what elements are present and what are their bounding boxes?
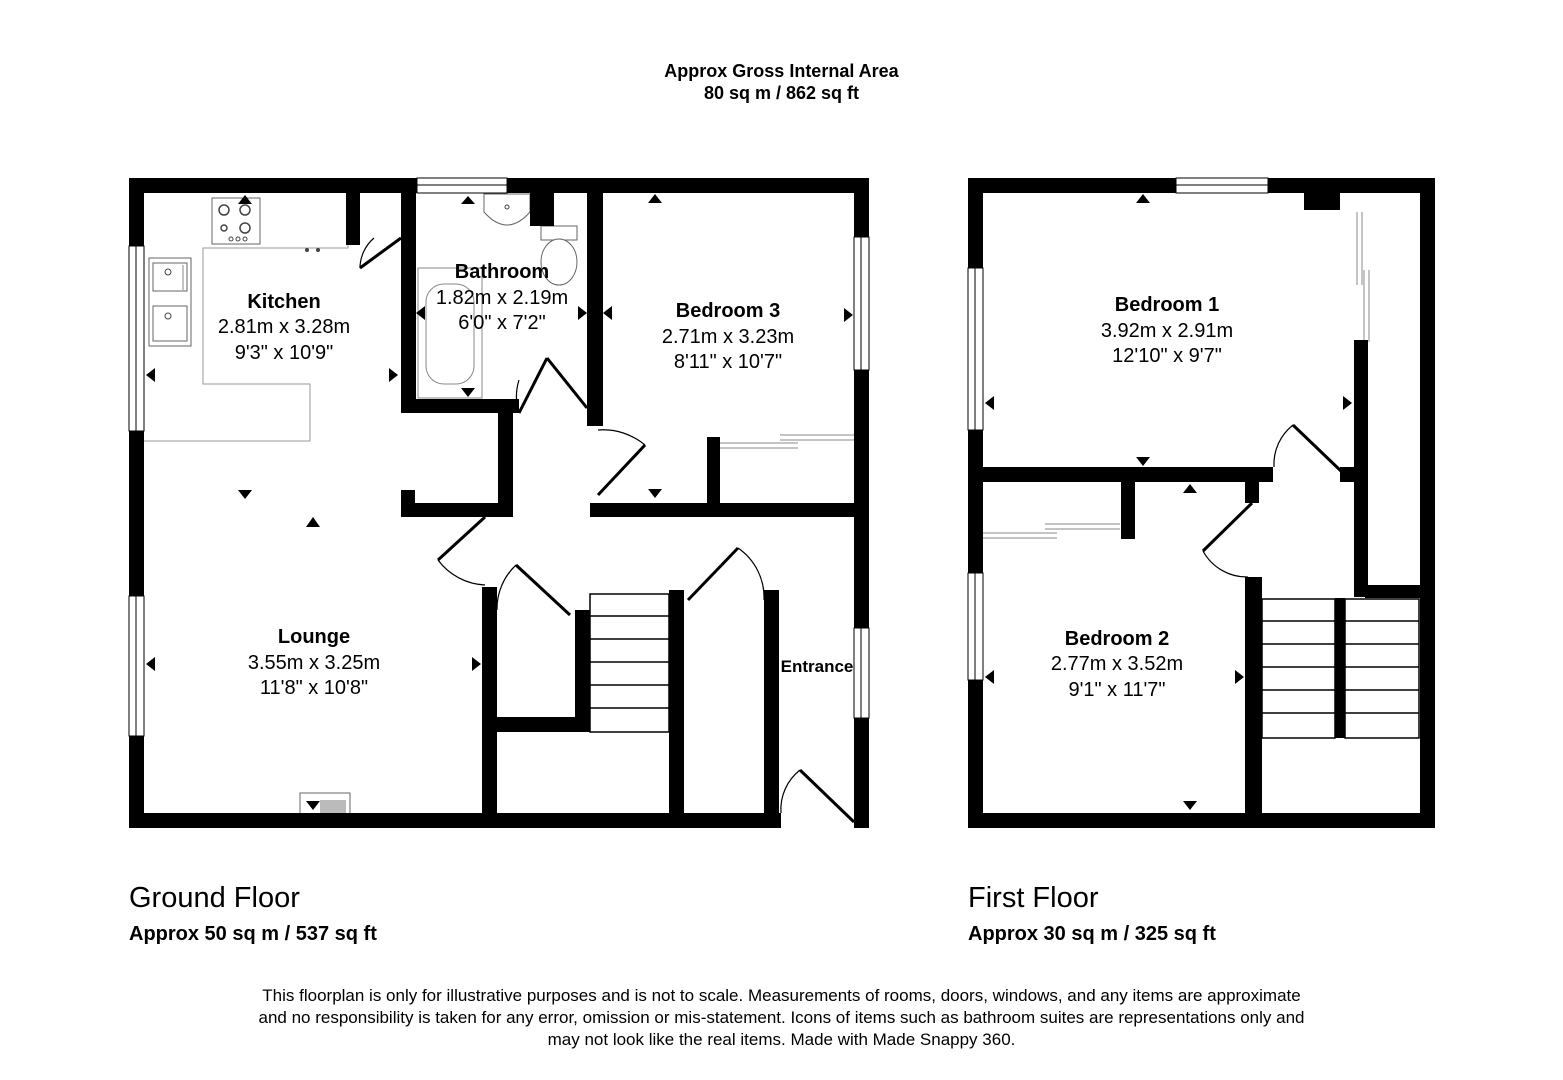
disclaimer-line-3: may not look like the real items. Made w… <box>547 1030 1016 1049</box>
ground-floor-area: Approx 50 sq m / 537 sq ft <box>129 923 377 945</box>
bathroom-imperial: 6'0" x 7'2" <box>458 312 545 334</box>
kitchen-name: Kitchen <box>247 291 320 313</box>
bath-icon <box>417 267 483 399</box>
hob-icon <box>211 197 261 245</box>
disclaimer: This floorplan is only for illustrative … <box>0 985 1563 1051</box>
sink-icon <box>148 257 192 347</box>
kitchen-imperial: 9'3" x 10'9" <box>235 342 334 364</box>
room-bedroom-3: Bedroom 3 2.71m x 3.23m 8'11" x 10'7" <box>662 300 794 373</box>
room-bedroom-2: Bedroom 2 2.77m x 3.52m 9'1" x 11'7" <box>1051 628 1183 701</box>
header-total-area: 80 sq m / 862 sq ft <box>703 83 860 103</box>
ground-measure-markers <box>146 194 853 810</box>
entrance-label: Entrance <box>781 657 854 676</box>
bedroom2-name: Bedroom 2 <box>1065 628 1169 650</box>
ground-stairs <box>589 593 670 733</box>
first-windows <box>967 177 1269 681</box>
ground-floor-title: Ground Floor <box>129 882 300 914</box>
room-bedroom-1: Bedroom 1 3.92m x 2.91m 12'10" x 9'7" <box>1101 294 1233 367</box>
lounge-imperial: 11'8" x 10'8" <box>260 677 368 699</box>
fireplace-icon <box>299 792 351 816</box>
bathroom-name: Bathroom <box>455 261 549 283</box>
disclaimer-line-2: and no responsibility is taken for any e… <box>258 1008 1305 1027</box>
ground-doors <box>359 236 856 824</box>
bedroom3-imperial: 8'11" x 10'7" <box>674 351 782 373</box>
first-floor-area: Approx 30 sq m / 325 sq ft <box>968 923 1216 945</box>
kitchen-metric: 2.81m x 3.28m <box>218 316 350 338</box>
first-floor-plan <box>967 177 1435 828</box>
ground-windows <box>128 177 870 737</box>
bedroom3-metric: 2.71m x 3.23m <box>662 326 794 348</box>
room-bathroom: Bathroom 1.82m x 2.19m 6'0" x 7'2" <box>436 261 568 334</box>
bathroom-metric: 1.82m x 2.19m <box>436 287 568 309</box>
header-title: Approx Gross Internal Area <box>664 61 899 81</box>
lounge-metric: 3.55m x 3.25m <box>248 652 380 674</box>
first-floor-title: First Floor <box>968 882 1099 914</box>
bedroom1-metric: 3.92m x 2.91m <box>1101 320 1233 342</box>
first-stairs <box>1261 598 1420 739</box>
room-kitchen: Kitchen 2.81m x 3.28m 9'3" x 10'9" <box>218 291 350 364</box>
ground-floor-plan <box>128 177 870 828</box>
bedroom1-name: Bedroom 1 <box>1115 294 1219 316</box>
bedroom1-imperial: 12'10" x 9'7" <box>1112 345 1222 367</box>
ground-walls <box>129 178 869 828</box>
toilet-icon <box>540 225 578 286</box>
room-lounge: Lounge 3.55m x 3.25m 11'8" x 10'8" <box>248 626 380 699</box>
first-doors <box>1201 423 1344 578</box>
bedroom2-metric: 2.77m x 3.52m <box>1051 653 1183 675</box>
wardrobe-doors <box>718 434 855 449</box>
wardrobe-doors-bedroom2 <box>982 212 1370 539</box>
lounge-name: Lounge <box>278 626 350 648</box>
disclaimer-line-1: This floorplan is only for illustrative … <box>262 986 1301 1005</box>
basin-icon <box>483 193 531 226</box>
bedroom2-imperial: 9'1" x 11'7" <box>1068 679 1165 701</box>
first-measure-markers <box>985 194 1352 810</box>
bedroom3-name: Bedroom 3 <box>676 300 780 322</box>
